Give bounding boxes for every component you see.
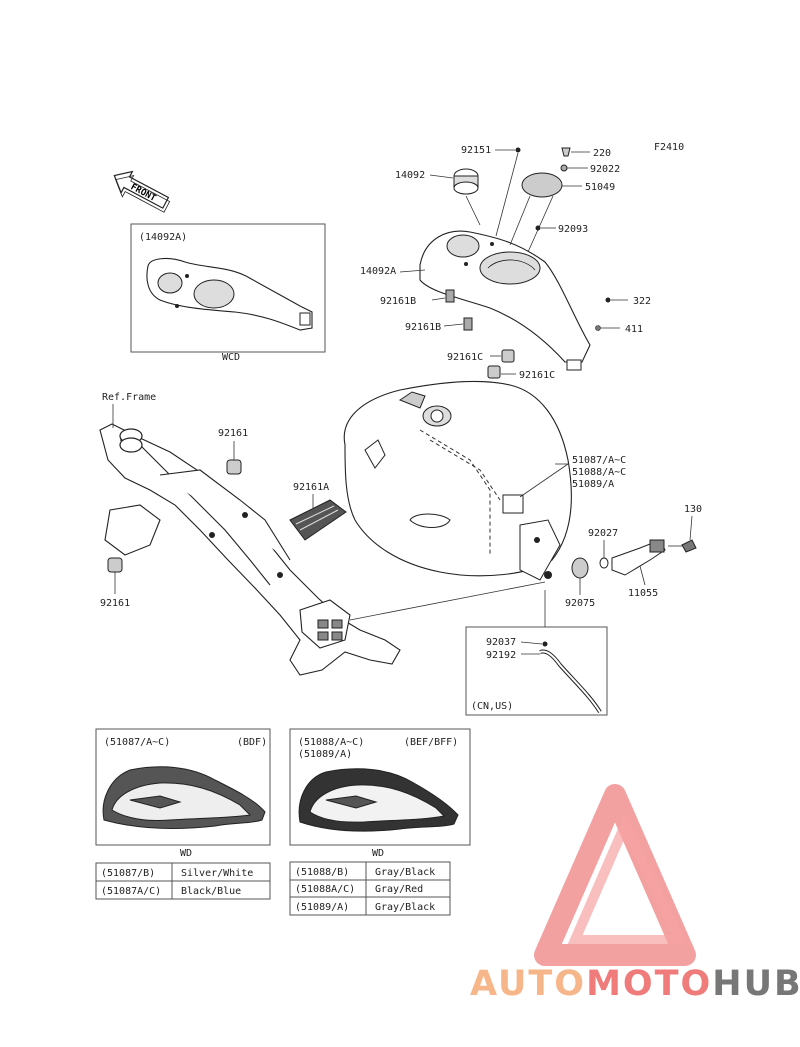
svg-text:WD: WD: [372, 848, 384, 859]
svg-text:92037: 92037: [486, 637, 516, 648]
svg-text:92093: 92093: [558, 224, 588, 235]
tank-cover: 14092A: [360, 230, 591, 371]
svg-text:51049: 51049: [585, 182, 615, 193]
ref-frame-label: Ref.Frame: [102, 392, 156, 403]
svg-text:WD: WD: [180, 848, 192, 859]
table-cell: Silver/White: [181, 868, 253, 879]
emblem-51049: 51049: [509, 172, 615, 253]
rubbers-bc: 92161B 92161B 92161C 92161C: [380, 289, 555, 381]
rubber-92161: 92161 92161: [100, 428, 248, 609]
table-cell: Gray/Black: [375, 902, 435, 913]
table-cell: (51088/B): [295, 867, 349, 878]
mount-hardware: 92075 92027 11055 130: [565, 504, 702, 609]
table-cell: Gray/Black: [375, 867, 435, 878]
svg-text:92027: 92027: [588, 528, 618, 539]
fuel-cap: 14092: [395, 168, 481, 226]
variant-bdf: (51087/A~C) (BDF) WD: [95, 728, 271, 859]
svg-text:(51088/A~C): (51088/A~C): [298, 737, 364, 748]
inset-vent: 92037 92192 (CN,US): [465, 590, 608, 716]
svg-text:(51087/A~C): (51087/A~C): [104, 737, 170, 748]
svg-text:(CN,US): (CN,US): [471, 701, 513, 712]
svg-text:(BDF): (BDF): [237, 737, 267, 748]
frame: Ref.Frame: [99, 392, 401, 676]
svg-text:92161C: 92161C: [447, 352, 483, 363]
watermark-hub: HUB: [712, 964, 800, 1004]
svg-text:92022: 92022: [590, 164, 620, 175]
svg-text:411: 411: [625, 324, 643, 335]
svg-text:92161: 92161: [218, 428, 248, 439]
svg-text:(BEF/BFF): (BEF/BFF): [404, 737, 458, 748]
table-cell: (51089/A): [295, 902, 349, 913]
svg-text:322: 322: [633, 296, 651, 307]
svg-text:92161B: 92161B: [405, 322, 441, 333]
svg-text:92161B: 92161B: [380, 296, 416, 307]
svg-text:92161A: 92161A: [293, 482, 329, 493]
color-table-left: (51087/B) Silver/White (51087A/C) Black/…: [95, 862, 271, 900]
watermark-logo: AUTOMOTOHUB: [470, 784, 800, 1004]
watermark-auto: AUTO: [470, 964, 586, 1004]
svg-text:92161C: 92161C: [519, 370, 555, 381]
svg-text:14092A: 14092A: [360, 266, 396, 277]
hardware: 92151 220 92022 92093 322 411: [461, 145, 651, 335]
inset-cover: (14092A) WCD: [130, 223, 326, 363]
table-cell: (51088A/C): [295, 884, 355, 895]
svg-text:51089/A: 51089/A: [572, 479, 614, 490]
svg-text:92151: 92151: [461, 145, 491, 156]
table-cell: (51087/B): [101, 868, 155, 879]
variant-bef: (51088/A~C) (51089/A) (BEF/BFF) WD: [289, 728, 471, 859]
svg-text:92075: 92075: [565, 598, 595, 609]
svg-text:(51089/A): (51089/A): [298, 749, 352, 760]
inset-cover-title: (14092A): [139, 232, 187, 243]
table-cell: Gray/Red: [375, 884, 423, 895]
front-arrow-icon: FRONT: [113, 170, 171, 213]
pad-92161A: 92161A: [289, 482, 347, 541]
table-cell: (51087A/C): [101, 886, 161, 897]
table-cell: Black/Blue: [181, 886, 241, 897]
svg-text:11055: 11055: [628, 588, 658, 599]
figure-code: F2410: [654, 142, 684, 153]
svg-text:92161: 92161: [100, 598, 130, 609]
svg-text:14092: 14092: [395, 170, 425, 181]
inset-cover-caption: WCD: [222, 352, 240, 363]
svg-text:92192: 92192: [486, 650, 516, 661]
fuel-tank: 51087/A~C 51088/A~C 51089/A: [343, 380, 626, 621]
svg-text:51087/A~C: 51087/A~C: [572, 455, 626, 466]
svg-text:51088/A~C: 51088/A~C: [572, 467, 626, 478]
svg-text:AUTOMOTOHUB: AUTOMOTOHUB: [470, 964, 800, 1004]
watermark-moto: MOTO: [586, 964, 712, 1004]
svg-text:220: 220: [593, 148, 611, 159]
svg-text:130: 130: [684, 504, 702, 515]
color-table-right: (51088/B) Gray/Black (51088A/C) Gray/Red…: [289, 861, 451, 916]
